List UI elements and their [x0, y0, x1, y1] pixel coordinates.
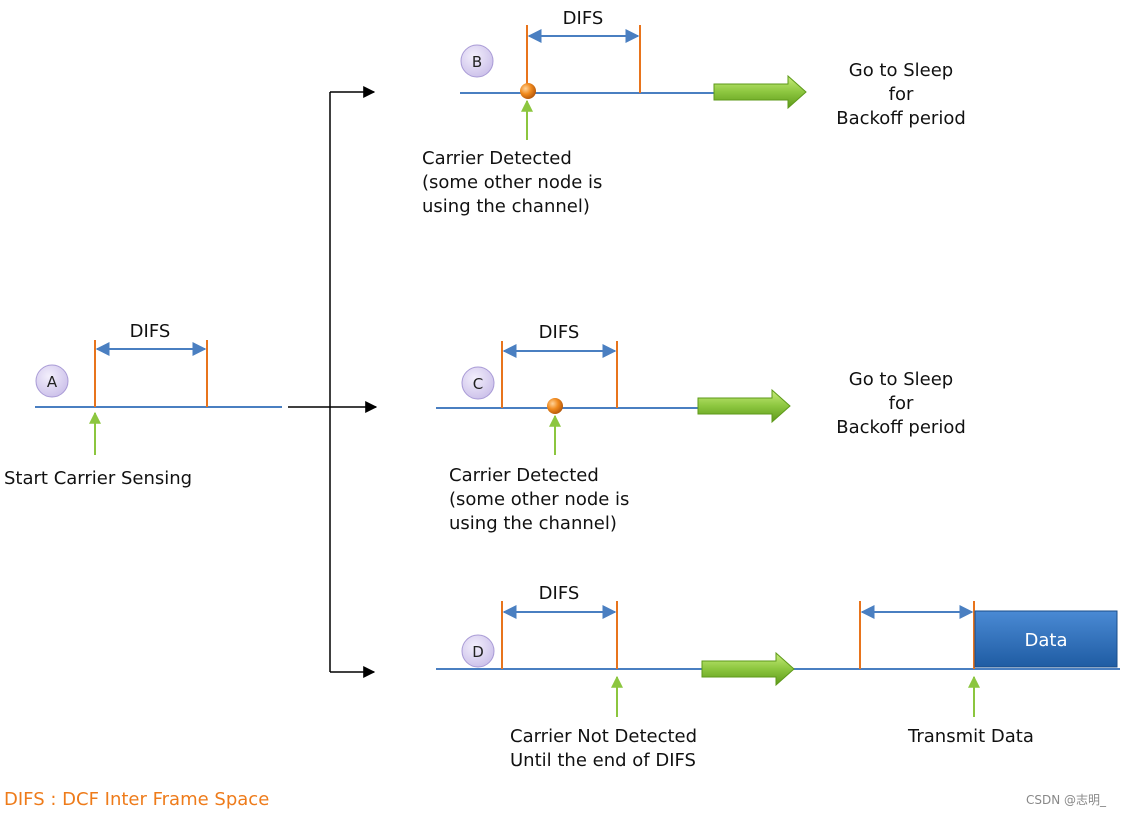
difs-label-d: DIFS: [539, 583, 580, 604]
marker-circle-c: [461, 366, 495, 400]
scenario-b: DIFS B Carrier Detected (some other node…: [422, 8, 966, 217]
marker-label-a: A: [47, 373, 58, 391]
outcome-c-line-1: Go to Sleep: [849, 369, 953, 390]
outcome-b-line-2: for: [889, 84, 914, 105]
transmit-caption: Transmit Data: [907, 726, 1034, 747]
carrier-dot-b: [520, 83, 536, 99]
data-box: [974, 610, 1118, 668]
green-arrow-d: [701, 651, 795, 687]
difs-label-a: DIFS: [130, 321, 171, 342]
marker-circle-b: [460, 44, 494, 78]
outcome-c-line-3: Backoff period: [836, 417, 966, 438]
carrier-dot-c: [547, 398, 563, 414]
scenario-c: DIFS C Carrier Detected (some other node…: [436, 322, 966, 534]
marker-circle-a: [35, 364, 69, 398]
caption-c-line-1: Carrier Detected: [449, 465, 599, 486]
marker-label-d: D: [472, 643, 484, 661]
caption-b-line-2: (some other node is: [422, 172, 602, 193]
branch-connector: [288, 86, 378, 678]
difs-label-b: DIFS: [563, 8, 604, 29]
caption-a: Start Carrier Sensing: [4, 468, 192, 489]
legend-text: DIFS : DCF Inter Frame Space: [4, 789, 269, 810]
caption-b-line-3: using the channel): [422, 196, 590, 217]
marker-label-b: B: [472, 53, 482, 71]
marker-circle-d: [461, 634, 495, 668]
outcome-c-line-2: for: [889, 393, 914, 414]
caption-d-line-2: Until the end of DIFS: [510, 750, 696, 771]
scenario-d: DIFS D Data Carrier Not Detected Until t…: [436, 583, 1120, 771]
outcome-b-line-1: Go to Sleep: [849, 60, 953, 81]
caption-c-line-2: (some other node is: [449, 489, 629, 510]
caption-d-line-1: Carrier Not Detected: [510, 726, 697, 747]
scenario-a: DIFS A Start Carrier Sensing: [4, 321, 282, 489]
caption-c-line-3: using the channel): [449, 513, 617, 534]
data-box-label: Data: [1025, 630, 1068, 651]
marker-label-c: C: [473, 375, 483, 393]
green-arrow-c: [697, 388, 791, 424]
green-arrow-b: [713, 74, 807, 110]
difs-label-c: DIFS: [539, 322, 580, 343]
watermark: CSDN @志明_: [1026, 793, 1107, 807]
caption-b-line-1: Carrier Detected: [422, 148, 572, 169]
outcome-b-line-3: Backoff period: [836, 108, 966, 129]
